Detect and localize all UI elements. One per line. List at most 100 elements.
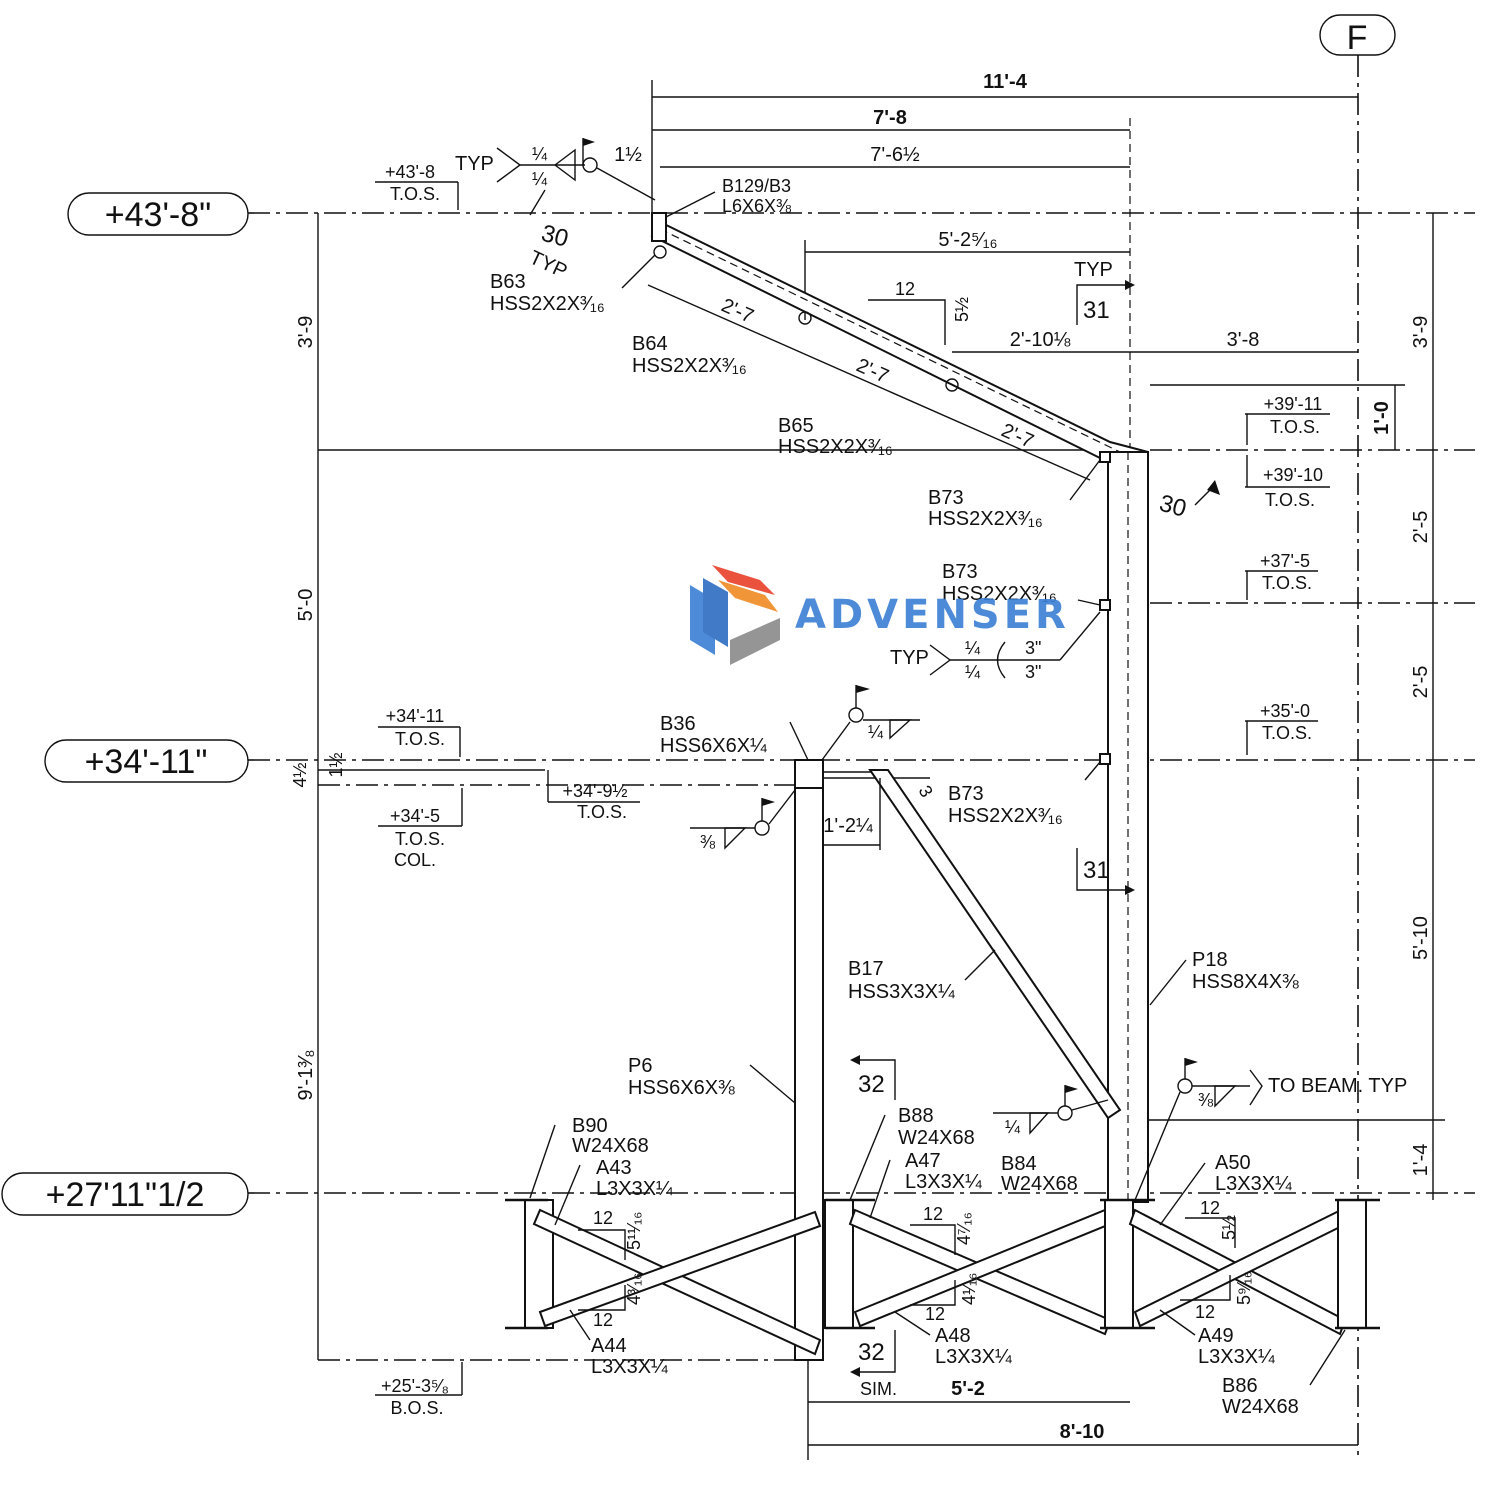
dim-7-6h: 7'-6½ <box>870 144 920 166</box>
label-p6-size: HSS6X6X⅜ <box>628 1077 735 1099</box>
tos-label: T.O.S. <box>1270 417 1320 437</box>
label-a48-size: L3X3X¼ <box>935 1346 1012 1368</box>
slope-run: 12 <box>895 279 915 299</box>
label-b17-size: HSS3X3X¼ <box>848 981 955 1003</box>
slope-5-9: 5⁹⁄₁₆ <box>1234 1271 1254 1305</box>
dim-right-2-5b: 2'-5 <box>1410 666 1432 699</box>
level-top: +43'-8" <box>67 192 1475 236</box>
slope-4-3: 4³⁄₁₆ <box>624 1273 644 1305</box>
level-bottom: +27'11"1/2 <box>1 1172 1475 1216</box>
tos-35-0: +35'-0 <box>1260 701 1310 721</box>
section-32b: 32 <box>858 1339 885 1366</box>
label-b36: B36 <box>660 713 696 735</box>
sloped-rail: 2'-7 2'-7 2'-7 12 5½ <box>647 212 1149 481</box>
tos-39-11: +39'-11 <box>1264 394 1323 414</box>
dim-8-10: 8'-10 <box>1060 1421 1105 1443</box>
section-30b: 30 <box>1156 490 1189 523</box>
label-b63-size: HSS2X2X³⁄₁₆ <box>490 293 605 315</box>
label-b73a-size: HSS2X2X³⁄₁₆ <box>928 508 1043 530</box>
tos-label: T.O.S. <box>1262 723 1312 743</box>
dim-right-5-10: 5'-10 <box>1410 916 1432 960</box>
col-label: COL. <box>394 850 436 870</box>
dim-left-5-0: 5'-0 <box>295 589 317 622</box>
slope-12f: 12 <box>1195 1302 1215 1322</box>
label-a50: A50 <box>1215 1152 1251 1174</box>
label-p18-size: HSS8X4X⅜ <box>1192 971 1299 993</box>
label-b129: B129/B3 <box>722 176 791 196</box>
dim-right-1-4: 1'-4 <box>1410 1144 1432 1177</box>
label-a49: A49 <box>1198 1325 1234 1347</box>
dim-left-9-1: 9'-1³⁄₈ <box>295 1049 317 1100</box>
tos-43-8: +43'-8 <box>385 162 435 182</box>
slope-4-1: 4¹⁄₁₆ <box>959 1273 979 1305</box>
tos-label: T.O.S. <box>390 184 440 204</box>
label-b86-size: W24X68 <box>1222 1396 1299 1418</box>
slope-rise: 5½ <box>952 297 972 322</box>
dim-left-3-9: 3'-9 <box>295 316 317 349</box>
right-dimensions: 3'-9 1'-0 2'-5 2'-5 5'-10 1'-4 <box>1150 213 1434 1200</box>
label-b64: B64 <box>632 333 668 355</box>
bottom-bracing <box>505 1198 1380 1356</box>
weld-size-b36: ¼ <box>868 722 884 742</box>
dim-right-3-9: 3'-9 <box>1410 316 1432 349</box>
label-b88-size: W24X68 <box>898 1127 975 1149</box>
level-label-mid: +34'-11" <box>85 743 208 781</box>
weld-size-p18: ⅜ <box>1198 1090 1214 1110</box>
weld-size-top1: ¼ <box>532 144 548 164</box>
weld-size-mid2: ¼ <box>965 662 981 682</box>
slope-5-11: 5¹¹⁄₁₆ <box>624 1212 644 1250</box>
slope-12d: 12 <box>925 1304 945 1324</box>
section-32a: 32 <box>858 1071 885 1098</box>
tos-label: T.O.S. <box>395 829 445 849</box>
tos-label: T.O.S. <box>1262 573 1312 593</box>
level-label-bottom: +27'11"1/2 <box>46 1176 205 1214</box>
label-b65-size: HSS2X2X³⁄₁₆ <box>778 436 893 458</box>
label-b73c: B73 <box>948 783 984 805</box>
tos-label: T.O.S. <box>395 729 445 749</box>
slope-12c: 12 <box>923 1204 943 1224</box>
slope-12b: 12 <box>593 1310 613 1330</box>
label-b86: B86 <box>1222 1375 1258 1397</box>
weld-to-beam: TO BEAM. TYP <box>1268 1075 1407 1097</box>
weld-typ-top: TYP <box>455 153 494 175</box>
tos-34-5: +34'-5 <box>390 806 440 826</box>
dim-3: 3 <box>915 782 937 801</box>
label-a44-size: L3X3X¼ <box>591 1356 668 1378</box>
slope-5-h: 5½ <box>1219 1215 1239 1240</box>
tos-label: T.O.S. <box>1265 490 1315 510</box>
label-b84: B84 <box>1001 1153 1037 1175</box>
section-31b: 31 <box>1083 857 1110 884</box>
weld-size-mid1: ¼ <box>965 638 981 658</box>
label-b17: B17 <box>848 958 884 980</box>
column-p6 <box>794 759 930 1361</box>
section-31a: 31 <box>1083 297 1110 324</box>
label-b90: B90 <box>572 1115 608 1137</box>
weld-size-top2: ¼ <box>532 169 548 189</box>
member-labels: B129/B3 L6X6X⅜ B63 HSS2X2X³⁄₁₆ B64 HSS2X… <box>490 176 1346 1418</box>
gridline-label: F <box>1347 19 1368 57</box>
dim-left-4h: 4½ <box>290 762 310 787</box>
dim-5-2-bottom: 5'-2 <box>951 1378 985 1400</box>
label-b65: B65 <box>778 415 814 437</box>
dim-5-2: 5'-2⁵⁄₁₆ <box>938 229 997 251</box>
brace-b17 <box>868 769 1122 1120</box>
slope-12a: 12 <box>593 1208 613 1228</box>
label-a43-size: L3X3X¼ <box>596 1178 673 1200</box>
label-b88: B88 <box>898 1105 934 1127</box>
logo-text: ADVENSER <box>795 592 1070 638</box>
label-b73b: B73 <box>942 561 978 583</box>
label-b73b-size: HSS2X2X³⁄₁₆ <box>942 583 1057 605</box>
dim-1h: 1½ <box>614 144 642 166</box>
label-b64-size: HSS2X2X³⁄₁₆ <box>632 355 747 377</box>
tos-label: T.O.S. <box>577 802 627 822</box>
column-p18 <box>1099 451 1149 1203</box>
dim-right-1-0: 1'-0 <box>1371 401 1393 435</box>
weld-typ-mid: TYP <box>890 647 929 669</box>
misc-dimensions: 1'-2¼ 3 5'-2 8'-10 <box>807 778 1358 1460</box>
weld-symbols: TYP ¼ ¼ TYP ¼ ¼ 3" 3" ¼ ⅜ <box>455 138 1407 1201</box>
dim-1-2q: 1'-2¼ <box>823 815 873 837</box>
label-b73a: B73 <box>928 487 964 509</box>
level-mid: +34'-11" <box>44 739 1475 783</box>
dim-right-2-5a: 2'-5 <box>1410 511 1432 544</box>
